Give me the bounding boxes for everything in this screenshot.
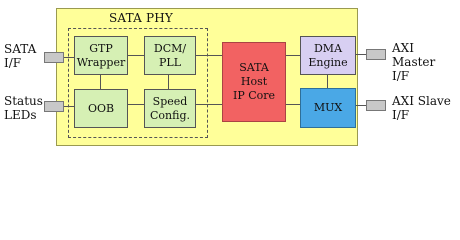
status-leds-port (44, 101, 64, 112)
sata-host-ip-core-block: SATA Host IP Core (222, 42, 286, 122)
dcm-speed-connector (168, 75, 169, 89)
axi-master-label: AXI Master I/F (392, 41, 436, 83)
oob-speed-connector (128, 104, 144, 105)
axi-master-line (356, 54, 366, 55)
dma-mux-connector (327, 75, 328, 88)
axi-slave-label: AXI Slave I/F (392, 94, 451, 122)
speed-host-connector (196, 104, 222, 105)
dcm-pll-block: DCM/ PLL (144, 36, 196, 75)
status-leds-label: Status LEDs (4, 94, 43, 122)
gtp-wrapper-block: GTP Wrapper (74, 36, 128, 75)
status-leds-line (64, 106, 74, 107)
dma-engine-block: DMA Engine (300, 36, 356, 75)
dcm-host-connector (196, 55, 222, 56)
host-mux-connector (286, 104, 300, 105)
axi-master-port (366, 49, 386, 60)
mux-block: MUX (300, 88, 356, 128)
gtp-dcm-connector (128, 55, 144, 56)
axi-slave-line (356, 105, 366, 106)
oob-block: OOB (74, 89, 128, 128)
sata-if-label: SATA I/F (4, 42, 37, 70)
speed-config-block: Speed Config. (144, 89, 196, 128)
phy-dashed-group (68, 28, 208, 138)
gtp-oob-connector (100, 75, 101, 89)
host-dma-connector (286, 55, 300, 56)
axi-slave-port (366, 100, 386, 111)
sata-if-port (44, 52, 64, 63)
sata-if-line (64, 57, 74, 58)
sata-phy-title: SATA PHY (108, 11, 174, 25)
